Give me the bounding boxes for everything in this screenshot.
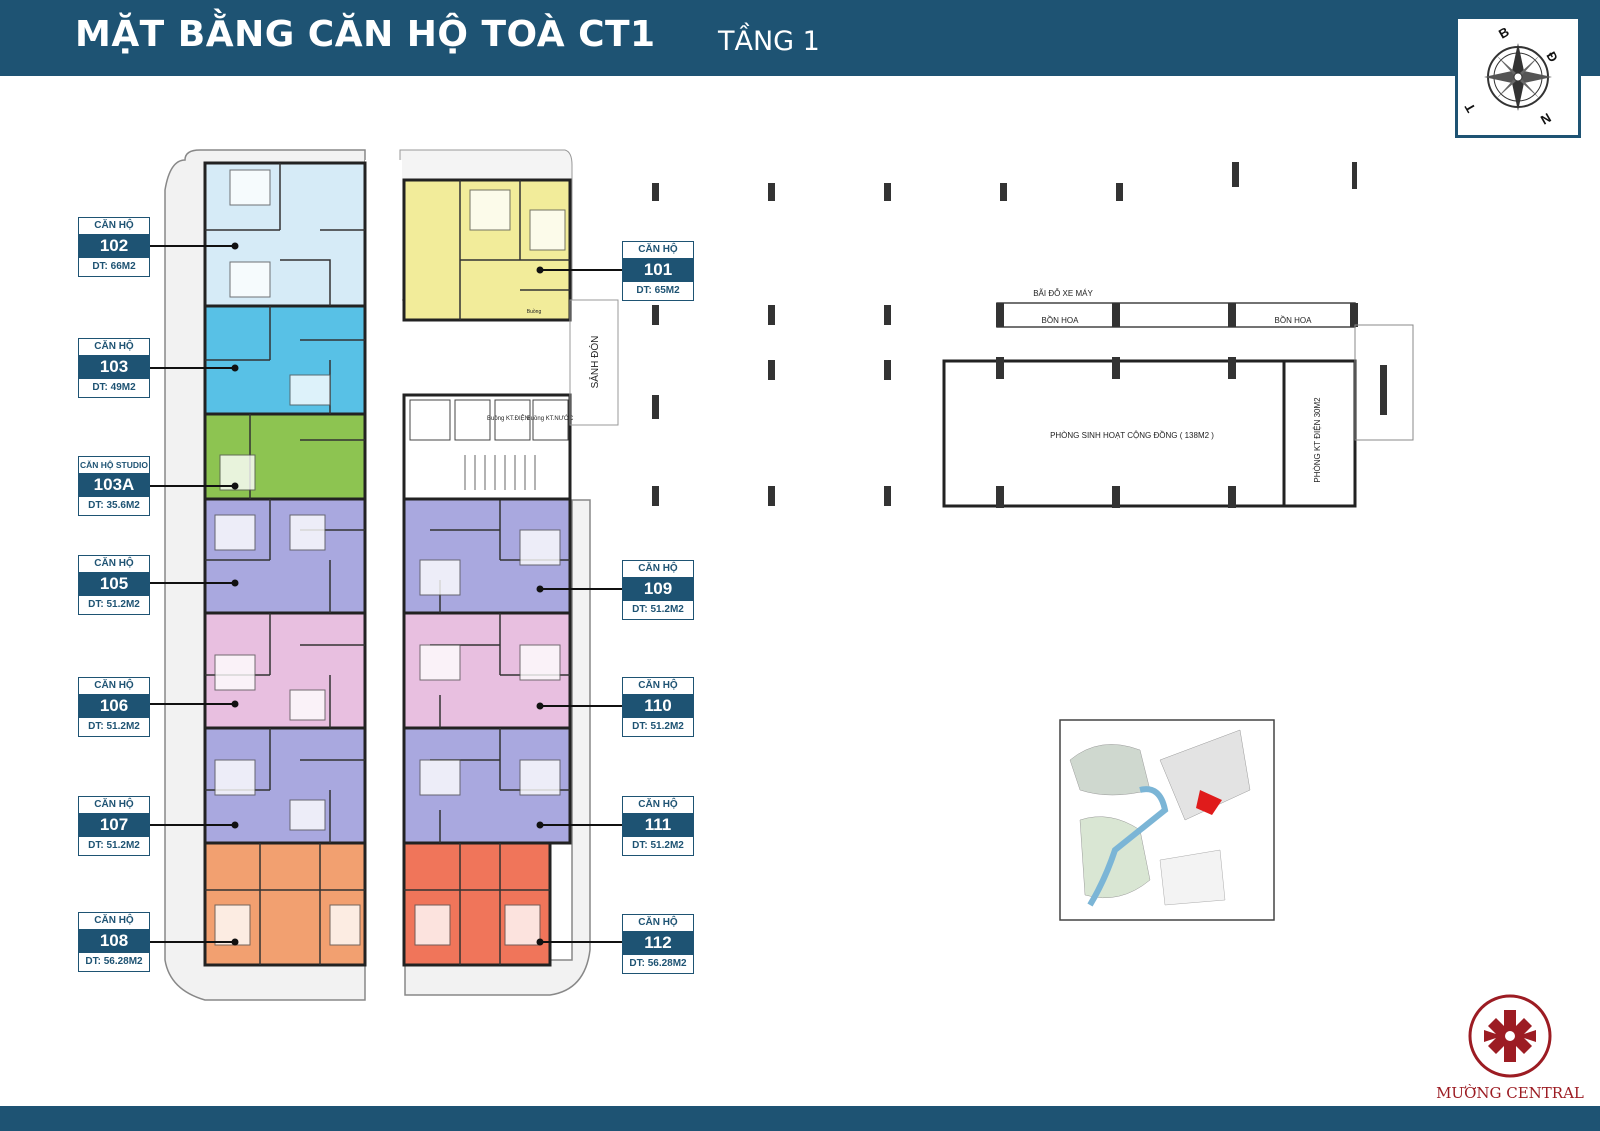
apt-number: 108: [79, 929, 149, 953]
parking-label: BÃI ĐỖ XE MÁY: [1033, 289, 1093, 298]
apt-label-103: CĂN HỘ 103 DT: 49M2: [78, 338, 150, 398]
apt-type: CĂN HỘ: [94, 799, 134, 810]
right-landscape: [404, 499, 591, 996]
compass-box: B Đ T N: [1455, 16, 1581, 138]
apt-label-103a: CĂN HỘ STUDIO 103A DT: 35.6M2: [78, 456, 150, 516]
apt-label-105: CĂN HỘ 105 DT: 51.2M2: [78, 555, 150, 615]
water-shaft-label: Buồng KT.NƯỚC: [527, 415, 574, 422]
electric-room-label: PHÒNG KT ĐIỆN 30M2: [1313, 397, 1322, 483]
apt-105-block: [203, 497, 367, 615]
brand-logo: MƯỜNG CENTRAL: [1425, 990, 1595, 1102]
refuse-room-label: Buồng: [527, 309, 542, 315]
footer-bar: [0, 1106, 1600, 1131]
floor-label: TẦNG 1: [718, 26, 820, 57]
apt-number: 112: [623, 931, 693, 955]
apt-type: CĂN HỘ: [94, 558, 134, 569]
stairs: [464, 455, 536, 490]
corridor: [365, 160, 402, 960]
apt-type: CĂN HỘ: [94, 915, 134, 926]
apt-area: DT: 51.2M2: [632, 840, 684, 851]
apt-number: 110: [623, 694, 693, 718]
header-bar: MẶT BẰNG CĂN HỘ TOÀ CT1 TẦNG 1: [0, 0, 1600, 76]
apt-number: 107: [79, 813, 149, 837]
apt-type: CĂN HỘ: [638, 563, 678, 574]
apt-type: CĂN HỘ: [638, 244, 678, 255]
leader-lines: [150, 245, 622, 943]
brand-emblem-icon: [1468, 994, 1552, 1078]
apt-label-101: CĂN HỘ 101 DT: 65M2: [622, 241, 694, 301]
apt-type: CĂN HỘ: [94, 220, 134, 231]
apt-number: 111: [623, 813, 693, 837]
apt-area: DT: 65M2: [636, 285, 680, 296]
apt-label-109: CĂN HỘ 109 DT: 51.2M2: [622, 560, 694, 620]
lobby-canopy: [569, 299, 619, 426]
apt-area: DT: 49M2: [92, 382, 136, 393]
apt-label-111: CĂN HỘ 111 DT: 51.2M2: [622, 796, 694, 856]
apt-label-106: CĂN HỘ 106 DT: 51.2M2: [78, 677, 150, 737]
apt-area: DT: 51.2M2: [88, 599, 140, 610]
apt-type: CĂN HỘ STUDIO: [80, 460, 148, 470]
apt-number: 109: [623, 577, 693, 601]
apt-number: 105: [79, 572, 149, 596]
apt-type: CĂN HỘ: [638, 680, 678, 691]
apt-type: CĂN HỘ: [94, 680, 134, 691]
page-title: MẶT BẰNG CĂN HỘ TOÀ CT1: [75, 14, 656, 55]
leader-dots: [231, 242, 544, 946]
apt-type: CĂN HỘ: [638, 917, 678, 928]
apt-type: CĂN HỘ: [94, 341, 134, 352]
apt-area: DT: 66M2: [92, 261, 136, 272]
column-grid: [652, 162, 1357, 506]
apt-number: 106: [79, 694, 149, 718]
apt-number: 103A: [79, 473, 149, 497]
apt-102-block: [203, 161, 367, 308]
compass-rose-icon: B Đ T N: [1462, 24, 1561, 128]
site-highlight: [1196, 790, 1222, 815]
apt-label-112: CĂN HỘ 112 DT: 56.28M2: [622, 914, 694, 974]
apt-area: DT: 51.2M2: [632, 721, 684, 732]
apt-area: DT: 51.2M2: [88, 840, 140, 851]
flower-bed-label-1: BỒN HOA: [1042, 315, 1080, 325]
apt-area: DT: 51.2M2: [88, 721, 140, 732]
apt-area: DT: 56.28M2: [85, 956, 143, 967]
apt-label-108: CĂN HỘ 108 DT: 56.28M2: [78, 912, 150, 972]
water-shaft: [532, 399, 569, 441]
apt-label-107: CĂN HỘ 107 DT: 51.2M2: [78, 796, 150, 856]
apt-112-block: [402, 841, 552, 967]
brand-name: MƯỜNG CENTRAL: [1436, 1084, 1584, 1102]
apt-type: CĂN HỘ: [638, 799, 678, 810]
furniture: [214, 169, 566, 946]
elevator-2: [454, 399, 491, 441]
elec-shaft-label: Buồng KT.ĐIỆN: [487, 414, 529, 422]
elec-shaft: [494, 399, 531, 441]
apt-area: DT: 56.28M2: [629, 958, 687, 969]
apt-area: DT: 35.6M2: [88, 500, 140, 511]
lobby-label: SẢNH ĐÓN: [588, 336, 601, 389]
elevator-1: [409, 399, 451, 441]
apt-label-110: CĂN HỘ 110 DT: 51.2M2: [622, 677, 694, 737]
community-room-label: PHÒNG SINH HOẠT CỘNG ĐỒNG ( 138M2 ): [1050, 430, 1214, 440]
apt-area: DT: 51.2M2: [632, 604, 684, 615]
apt-number: 101: [623, 258, 693, 282]
apt-number: 102: [79, 234, 149, 258]
community-building: [942, 359, 1357, 508]
flower-bed-label-2: BỒN HOA: [1275, 315, 1313, 325]
core-block: [402, 393, 572, 501]
apt-label-102: CĂN HỘ 102 DT: 66M2: [78, 217, 150, 277]
apt-108-block: [203, 841, 367, 967]
stair-landing: [1354, 324, 1414, 441]
apt-number: 103: [79, 355, 149, 379]
